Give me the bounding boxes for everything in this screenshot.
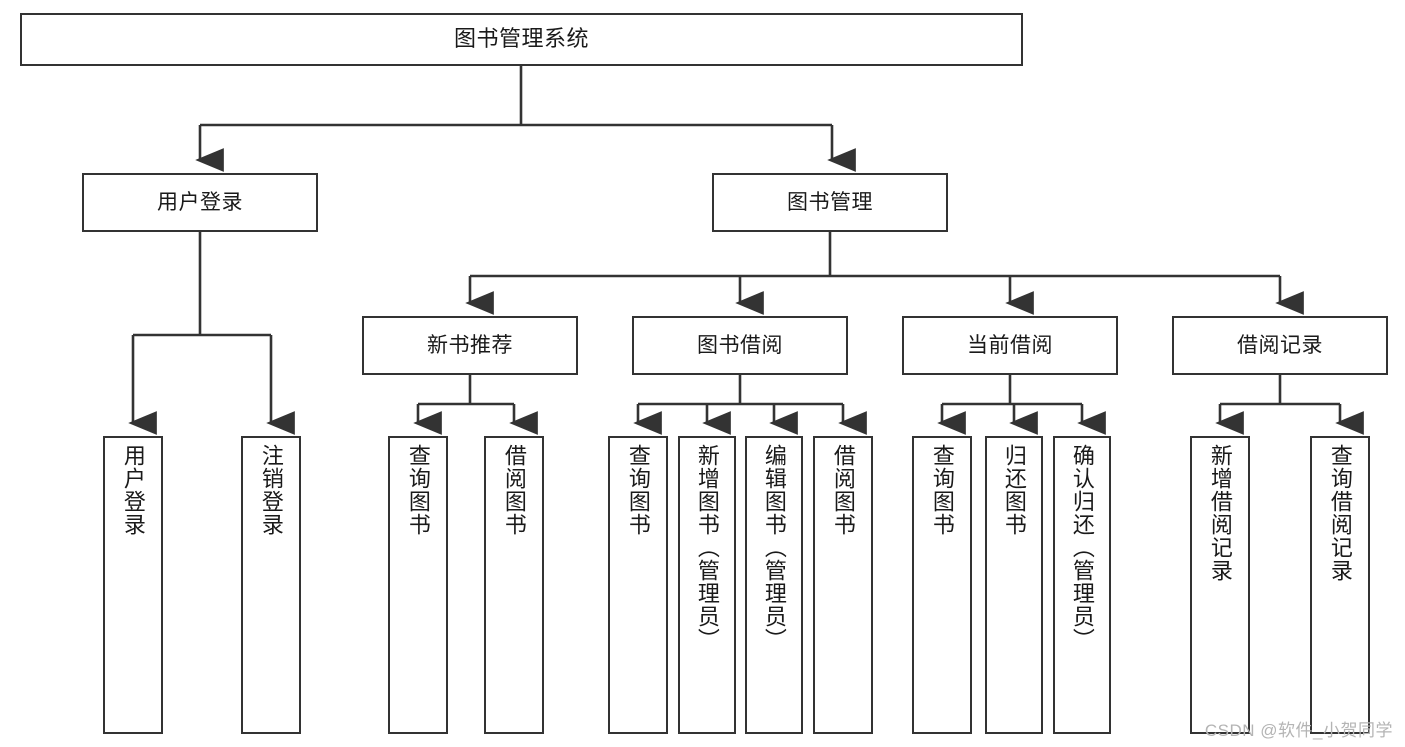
node-leaf-query-book-1-label: 查询图书: [405, 444, 431, 536]
node-leaf-query-record-label: 查询借阅记录: [1327, 444, 1353, 582]
node-current-borrow-label: 当前借阅: [967, 333, 1053, 357]
node-leaf-confirm-return[interactable]: 确认归还（管理员）: [1053, 436, 1111, 734]
node-borrow-record-label: 借阅记录: [1237, 333, 1323, 357]
node-leaf-query-book-3[interactable]: 查询图书: [912, 436, 972, 734]
node-leaf-query-record[interactable]: 查询借阅记录: [1310, 436, 1370, 734]
node-borrow-record[interactable]: 借阅记录: [1172, 316, 1388, 375]
node-user-login[interactable]: 用户登录: [82, 173, 318, 232]
node-root-label: 图书管理系统: [453, 26, 589, 52]
node-leaf-edit-book[interactable]: 编辑图书（管理员）: [745, 436, 803, 734]
node-root[interactable]: 图书管理系统: [20, 13, 1023, 66]
node-leaf-user-login-label: 用户登录: [120, 444, 146, 536]
node-leaf-user-login[interactable]: 用户登录: [103, 436, 163, 734]
node-leaf-query-book-1[interactable]: 查询图书: [388, 436, 448, 734]
node-leaf-add-record[interactable]: 新增借阅记录: [1190, 436, 1250, 734]
node-leaf-borrow-book-2-label: 借阅图书: [830, 444, 856, 536]
node-user-login-label: 用户登录: [157, 190, 243, 214]
node-book-manage-label: 图书管理: [787, 190, 873, 214]
node-leaf-add-book-label: 新增图书（管理员）: [694, 444, 720, 651]
node-new-book-recommend-label: 新书推荐: [427, 333, 513, 357]
node-leaf-return-book[interactable]: 归还图书: [985, 436, 1043, 734]
node-book-borrow[interactable]: 图书借阅: [632, 316, 848, 375]
node-current-borrow[interactable]: 当前借阅: [902, 316, 1118, 375]
node-leaf-query-book-3-label: 查询图书: [929, 444, 955, 536]
node-leaf-borrow-book-2[interactable]: 借阅图书: [813, 436, 873, 734]
watermark: CSDN @软件_小贺同学: [1204, 721, 1393, 740]
node-leaf-query-book-2-label: 查询图书: [625, 444, 651, 536]
node-book-manage[interactable]: 图书管理: [712, 173, 948, 232]
node-book-borrow-label: 图书借阅: [697, 333, 783, 357]
node-leaf-edit-book-label: 编辑图书（管理员）: [761, 444, 787, 651]
node-leaf-confirm-return-label: 确认归还（管理员）: [1069, 444, 1095, 651]
node-leaf-return-book-label: 归还图书: [1001, 444, 1027, 536]
node-leaf-borrow-book-1-label: 借阅图书: [501, 444, 527, 536]
node-leaf-logout[interactable]: 注销登录: [241, 436, 301, 734]
node-leaf-add-record-label: 新增借阅记录: [1207, 444, 1233, 582]
node-leaf-add-book[interactable]: 新增图书（管理员）: [678, 436, 736, 734]
node-new-book-recommend[interactable]: 新书推荐: [362, 316, 578, 375]
node-leaf-borrow-book-1[interactable]: 借阅图书: [484, 436, 544, 734]
node-leaf-query-book-2[interactable]: 查询图书: [608, 436, 668, 734]
node-leaf-logout-label: 注销登录: [258, 444, 284, 536]
